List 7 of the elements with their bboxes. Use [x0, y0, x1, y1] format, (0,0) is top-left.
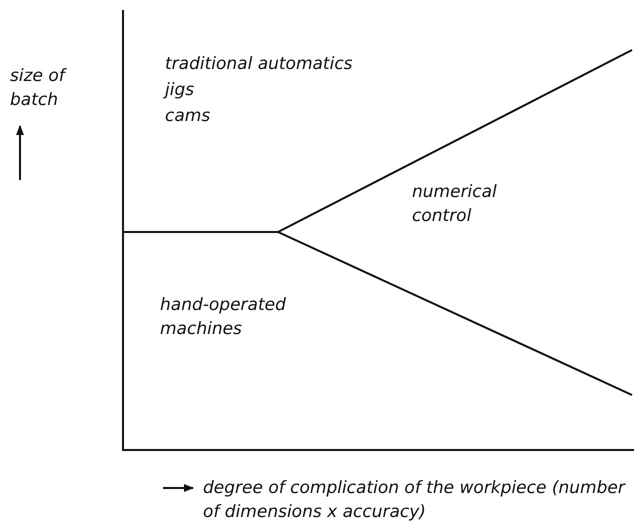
region-label: traditional automatics	[165, 53, 353, 76]
region-label: jigs	[165, 79, 194, 102]
region-label: cams	[165, 105, 210, 128]
axis-label: size of batch	[10, 65, 68, 112]
region-label: numerical control	[412, 181, 498, 228]
region-label: hand-operated machines	[160, 294, 287, 341]
axis-label: degree of complication of the workpiece (number of dimensions x accuracy)	[203, 477, 627, 524]
